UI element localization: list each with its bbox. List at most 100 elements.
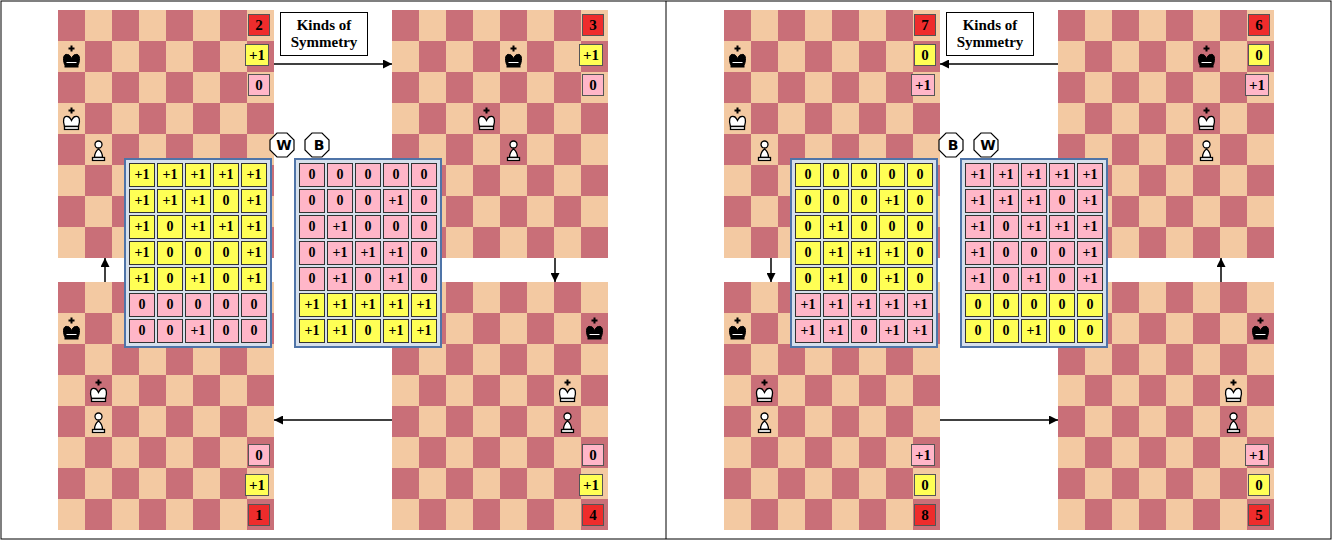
table-cell: 0 <box>241 319 267 343</box>
table-cell: 0 <box>383 215 409 239</box>
chessboard <box>58 282 274 530</box>
white-pawn <box>562 413 574 433</box>
chessboard <box>392 10 608 258</box>
table-cell: +1 <box>1077 267 1103 291</box>
count-badge: +1 <box>245 44 269 66</box>
table-cell: 0 <box>129 293 155 317</box>
white-pawn <box>1228 413 1240 433</box>
table-cell: 0 <box>907 189 933 213</box>
white-pawn <box>93 413 105 433</box>
table-cell: 0 <box>851 163 877 187</box>
table-cell: +1 <box>1049 215 1075 239</box>
white-pawn <box>1201 141 1213 161</box>
count-badge: +1 <box>911 74 935 96</box>
count-badge: 0 <box>1248 474 1270 496</box>
side-octagon: W <box>973 132 1003 158</box>
black-king <box>1199 46 1215 68</box>
side-octagon: B <box>304 132 334 158</box>
table-cell: +1 <box>299 319 325 343</box>
flow-arrow <box>274 419 392 421</box>
table-cell: +1 <box>411 293 437 317</box>
table-cell: 0 <box>907 215 933 239</box>
chessboard <box>724 282 940 530</box>
table-cell: +1 <box>327 319 353 343</box>
table-cell: +1 <box>411 319 437 343</box>
table-cell: 0 <box>823 163 849 187</box>
chessboard <box>1058 282 1274 530</box>
table-cell: 0 <box>993 293 1019 317</box>
table-cell: +1 <box>907 319 933 343</box>
grid-frame <box>961 159 1107 347</box>
table-cell: 0 <box>993 319 1019 343</box>
table-cell: +1 <box>129 215 155 239</box>
table-cell: 0 <box>355 267 381 291</box>
table-cell: 0 <box>907 163 933 187</box>
table-cell: +1 <box>965 189 991 213</box>
table-cell: +1 <box>185 189 211 213</box>
table-cell: +1 <box>1049 163 1075 187</box>
table-cell: 0 <box>411 241 437 265</box>
black-king <box>1253 318 1269 340</box>
table-cell: 0 <box>185 241 211 265</box>
count-badge: 6 <box>1248 14 1270 36</box>
table-cell: 0 <box>411 189 437 213</box>
table-cell: 0 <box>1049 267 1075 291</box>
table-cell: +1 <box>1021 267 1047 291</box>
table-cell: +1 <box>241 189 267 213</box>
count-badge: 0 <box>914 44 936 66</box>
table-cell: 0 <box>879 215 905 239</box>
table-cell: 0 <box>411 163 437 187</box>
table-cell: 0 <box>795 241 821 265</box>
table-cell: 0 <box>823 189 849 213</box>
table-cell: 0 <box>411 267 437 291</box>
black-king <box>506 46 522 68</box>
chessboard <box>58 10 274 258</box>
table-cell: 0 <box>355 215 381 239</box>
title-text: Kinds of Symmetry <box>953 17 1027 51</box>
table-cell: 0 <box>241 293 267 317</box>
table-cell: 0 <box>157 293 183 317</box>
count-badge: 0 <box>582 444 604 466</box>
white-king <box>1226 380 1242 402</box>
side-octagon: B <box>938 132 968 158</box>
table-cell: 0 <box>1049 319 1075 343</box>
table-cell: 0 <box>383 163 409 187</box>
table-cell: +1 <box>965 215 991 239</box>
table-cell: +1 <box>1021 215 1047 239</box>
table-cell: +1 <box>795 293 821 317</box>
title-box: Kinds of Symmetry <box>946 12 1034 56</box>
table-cell: +1 <box>965 267 991 291</box>
table-cell: +1 <box>383 189 409 213</box>
count-badge: 0 <box>248 444 270 466</box>
table-cell: +1 <box>129 163 155 187</box>
table-cell: 0 <box>299 189 325 213</box>
table-cell: +1 <box>157 163 183 187</box>
flow-arrow <box>940 419 1058 421</box>
grid-frame <box>791 159 937 347</box>
table-cell: +1 <box>879 241 905 265</box>
table-cell: +1 <box>129 189 155 213</box>
count-badge: +1 <box>579 474 603 496</box>
flow-arrow <box>770 258 772 282</box>
table-cell: +1 <box>993 163 1019 187</box>
count-badge: 7 <box>914 14 936 36</box>
black-king <box>64 46 80 68</box>
white-pawn <box>759 413 771 433</box>
count-badge: +1 <box>579 44 603 66</box>
white-king <box>560 380 576 402</box>
table-cell: 0 <box>411 215 437 239</box>
table-cell: 0 <box>1049 241 1075 265</box>
table-cell: +1 <box>383 293 409 317</box>
table-cell: +1 <box>327 215 353 239</box>
black-king <box>730 46 746 68</box>
table-cell: 0 <box>185 293 211 317</box>
table-cell: 0 <box>907 241 933 265</box>
table-cell: 0 <box>299 215 325 239</box>
table-cell: +1 <box>157 189 183 213</box>
flow-arrow <box>1220 258 1222 282</box>
table-cell: +1 <box>851 293 877 317</box>
count-badge: 5 <box>1248 504 1270 526</box>
table-cell: +1 <box>823 293 849 317</box>
table-cell: 0 <box>157 241 183 265</box>
